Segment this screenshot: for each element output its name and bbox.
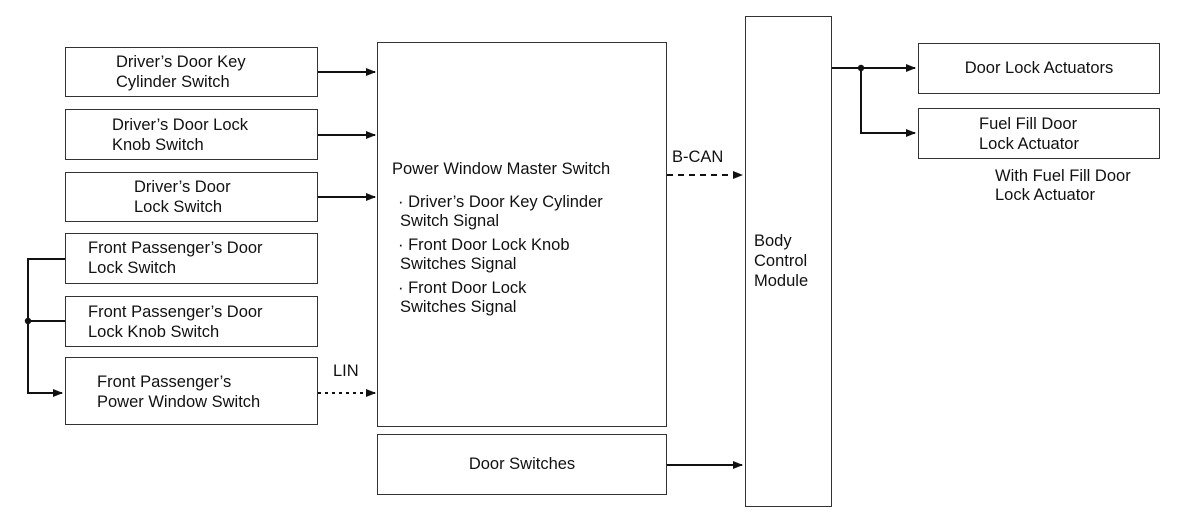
bcm-line-3: Module	[754, 272, 809, 290]
drivers-door-lock-knob-switch-box: Driver’s Door Lock Knob Switch	[65, 109, 318, 160]
front-passengers-power-window-switch-line-1: Front Passenger’s	[97, 373, 232, 391]
front-passengers-door-lock-knob-switch-line-1: Front Passenger’s Door	[88, 303, 263, 321]
branch-to-fuel-fill-actuator	[860, 68, 916, 137]
front-passengers-door-lock-switch-line-2: Lock Switch	[88, 259, 177, 277]
fuel-fill-note-line-1: With Fuel Fill Door	[995, 167, 1131, 185]
junction-dot-right	[857, 64, 865, 72]
bcm-line-1: Body	[754, 232, 792, 250]
front-passengers-power-window-switch-line-2: Power Window Switch	[97, 393, 261, 411]
front-passengers-door-lock-switch-box: Front Passenger’s Door Lock Switch	[65, 233, 318, 284]
drivers-door-lock-switch-line-1: Driver’s Door	[134, 178, 231, 196]
junction-dot-left	[24, 317, 32, 325]
master-switch-signal-3-line-1: · Front Door Lock	[398, 279, 527, 297]
drivers-door-lock-switch-line-2: Lock Switch	[134, 198, 223, 216]
drivers-door-key-cylinder-switch-line-2: Cylinder Switch	[116, 73, 230, 91]
lin-label: LIN	[333, 362, 359, 380]
fuel-fill-actuator-line-1: Fuel Fill Door	[979, 115, 1078, 133]
fuel-fill-actuator-line-2: Lock Actuator	[979, 135, 1079, 153]
master-switch-signal-2-line-2: Switches Signal	[400, 255, 517, 273]
drivers-door-lock-knob-switch-line-1: Driver’s Door Lock	[112, 116, 249, 134]
front-passengers-door-lock-switch-line-1: Front Passenger’s Door	[88, 239, 263, 257]
body-control-module-box: Body Control Module	[745, 16, 832, 507]
front-passengers-door-lock-knob-switch-line-2: Lock Knob Switch	[88, 323, 220, 341]
door-switches-label: Door Switches	[468, 455, 576, 473]
door-switches-box: Door Switches	[377, 434, 667, 495]
front-passengers-power-window-switch-box: Front Passenger’s Power Window Switch	[65, 357, 318, 425]
master-switch-signal-1-line-1: · Driver’s Door Key Cylinder	[398, 193, 603, 211]
fuel-fill-door-lock-actuator-box: Fuel Fill Door Lock Actuator	[918, 108, 1160, 159]
b-can-label: B-CAN	[672, 148, 724, 166]
door-lock-actuators-box: Door Lock Actuators	[918, 43, 1160, 94]
master-switch-title: Power Window Master Switch	[392, 160, 611, 178]
bcm-line-2: Control	[754, 252, 808, 270]
drivers-door-key-cylinder-switch-line-1: Driver’s Door Key	[116, 53, 246, 71]
master-switch-signal-3-line-2: Switches Signal	[400, 298, 517, 316]
fuel-fill-note-line-2: Lock Actuator	[995, 186, 1095, 204]
master-switch-signal-2-line-1: · Front Door Lock Knob	[398, 236, 570, 254]
drivers-door-lock-switch-box: Driver’s Door Lock Switch	[65, 172, 318, 222]
door-lock-actuators-label: Door Lock Actuators	[964, 59, 1114, 77]
power-window-master-switch-box: Power Window Master Switch · Driver’s Do…	[377, 42, 667, 427]
drivers-door-lock-knob-switch-line-2: Knob Switch	[112, 136, 204, 154]
master-switch-signal-1-line-2: Switch Signal	[400, 212, 500, 230]
front-passengers-door-lock-knob-switch-box: Front Passenger’s Door Lock Knob Switch	[65, 296, 318, 347]
passenger-bracket-line	[27, 258, 65, 397]
drivers-door-key-cylinder-switch-box: Driver’s Door Key Cylinder Switch	[65, 47, 318, 97]
